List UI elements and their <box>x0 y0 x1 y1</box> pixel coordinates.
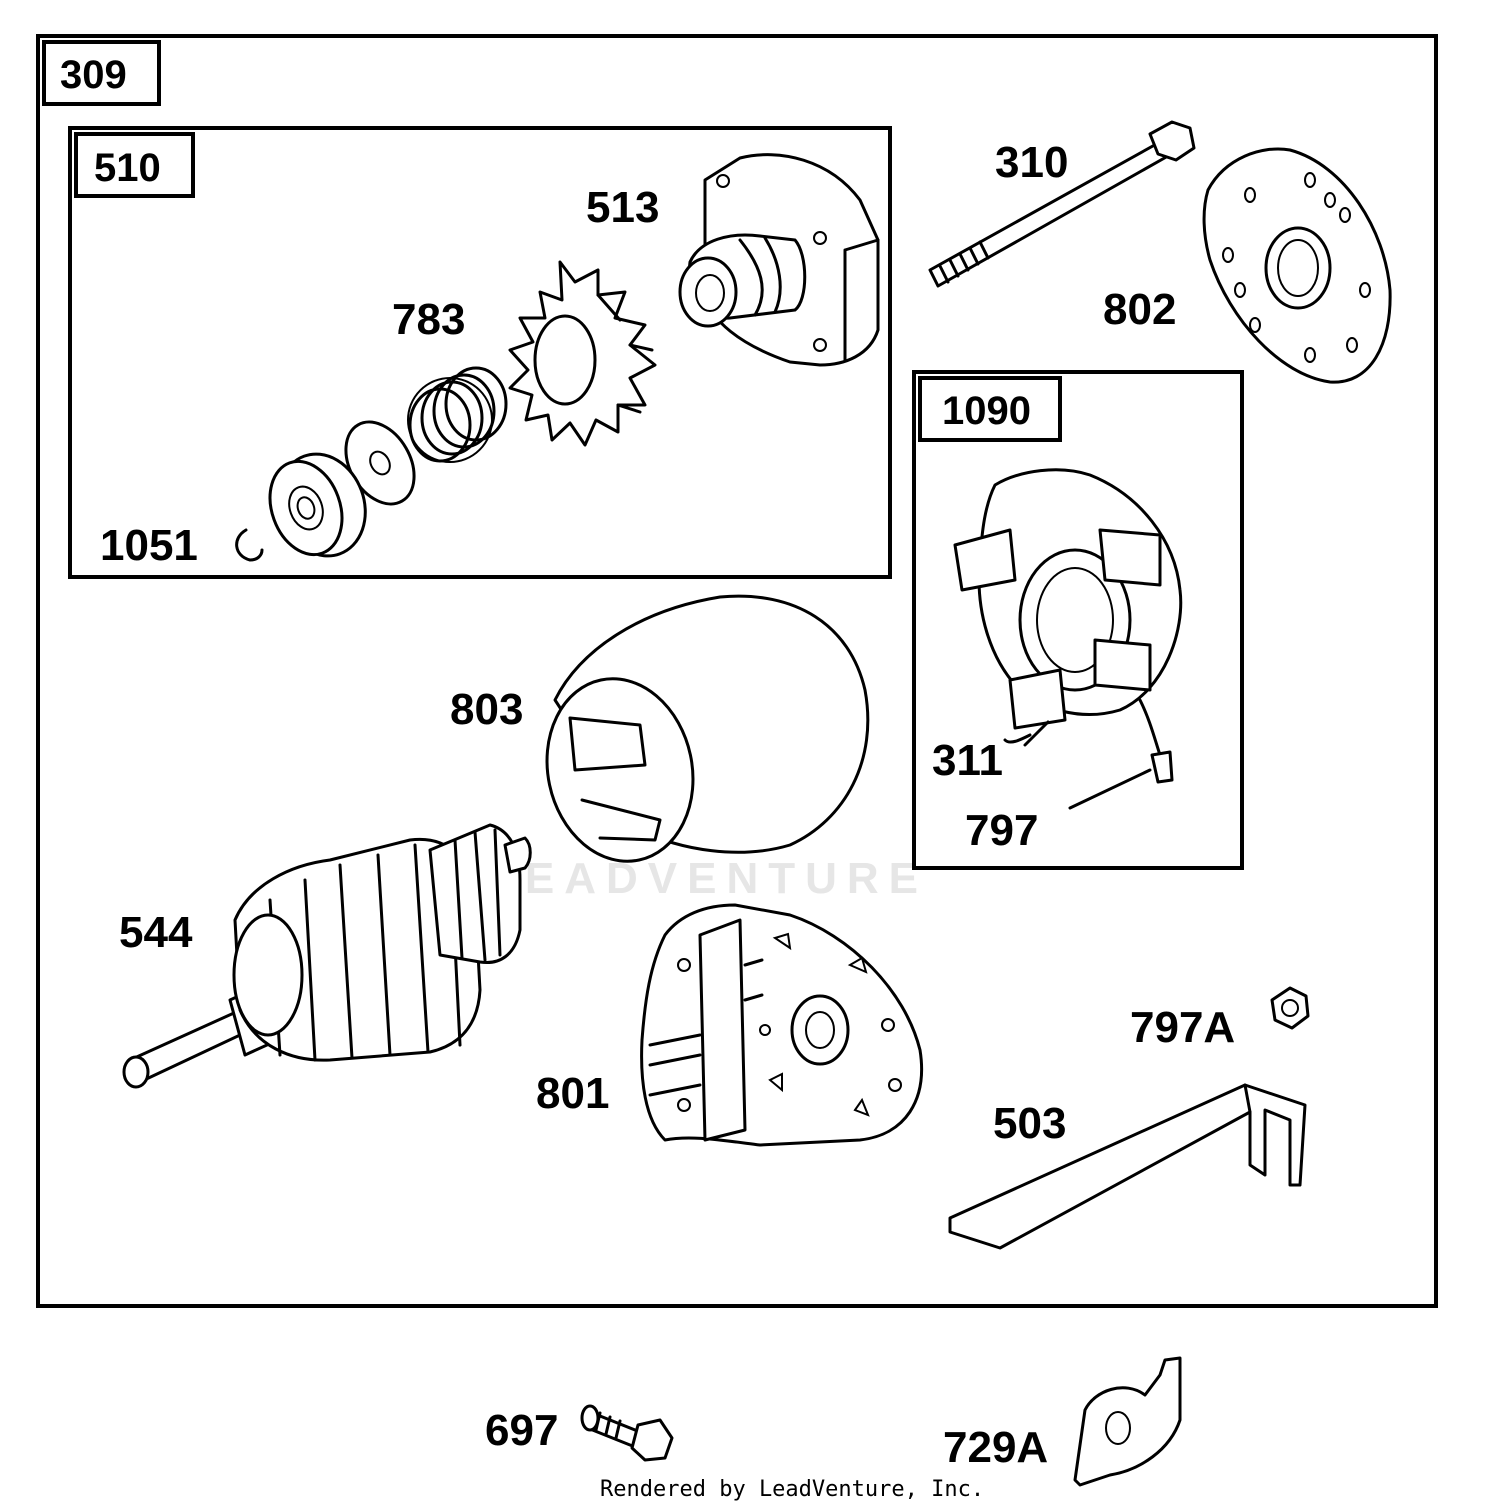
part-label-802: 802 <box>1103 285 1176 334</box>
bracket-plate-drawing <box>640 903 923 1147</box>
assembly-510-tag <box>74 132 195 198</box>
retaining-ring-drawing <box>235 528 264 562</box>
drive-end-cap-drawing <box>678 153 880 367</box>
part-label-544: 544 <box>119 908 193 957</box>
part-label-797a: 797A <box>1130 1003 1235 1052</box>
part-label-513: 513 <box>586 183 659 232</box>
armature-drawing <box>122 823 532 1089</box>
footer-credit: Rendered by LeadVenture, Inc. <box>600 1477 984 1502</box>
pinion-gear-drawing <box>508 260 657 447</box>
part-label-503: 503 <box>993 1099 1066 1148</box>
leader-797 <box>1068 768 1152 810</box>
through-bolt-drawing <box>928 120 1196 288</box>
brush-holder-drawing <box>953 468 1183 784</box>
watermark-text: LEADVENTURE <box>488 854 928 903</box>
part-label-1051: 1051 <box>100 521 198 570</box>
assembly-1090-frame <box>912 370 1244 870</box>
assembly-510-frame <box>68 126 892 579</box>
small-bracket-drawing <box>1073 1356 1182 1487</box>
part-label-797: 797 <box>965 806 1038 855</box>
assembly-1090-label: 1090 <box>942 389 1031 433</box>
housing-drawing <box>545 594 870 863</box>
part-label-783: 783 <box>392 295 465 344</box>
part-label-310: 310 <box>995 138 1068 187</box>
part-label-729a: 729A <box>943 1423 1048 1472</box>
leader-311 <box>1023 720 1050 747</box>
bolt-drawing <box>580 1404 674 1462</box>
assembly-309-tag <box>42 40 161 106</box>
strap-drawing <box>948 1083 1307 1250</box>
part-label-801: 801 <box>536 1069 609 1118</box>
collar-drawing <box>268 452 367 558</box>
part-label-311: 311 <box>932 736 1003 785</box>
nut-drawing <box>1270 986 1310 1030</box>
part-label-803: 803 <box>450 685 523 734</box>
end-plate-drawing <box>1202 147 1392 384</box>
assembly-309-label: 309 <box>60 53 127 97</box>
spring-drawing <box>407 366 508 463</box>
assembly-1090-tag <box>918 376 1062 442</box>
assembly-309-frame <box>36 34 1438 1308</box>
part-label-697: 697 <box>485 1406 558 1455</box>
assembly-510-label: 510 <box>94 146 161 190</box>
